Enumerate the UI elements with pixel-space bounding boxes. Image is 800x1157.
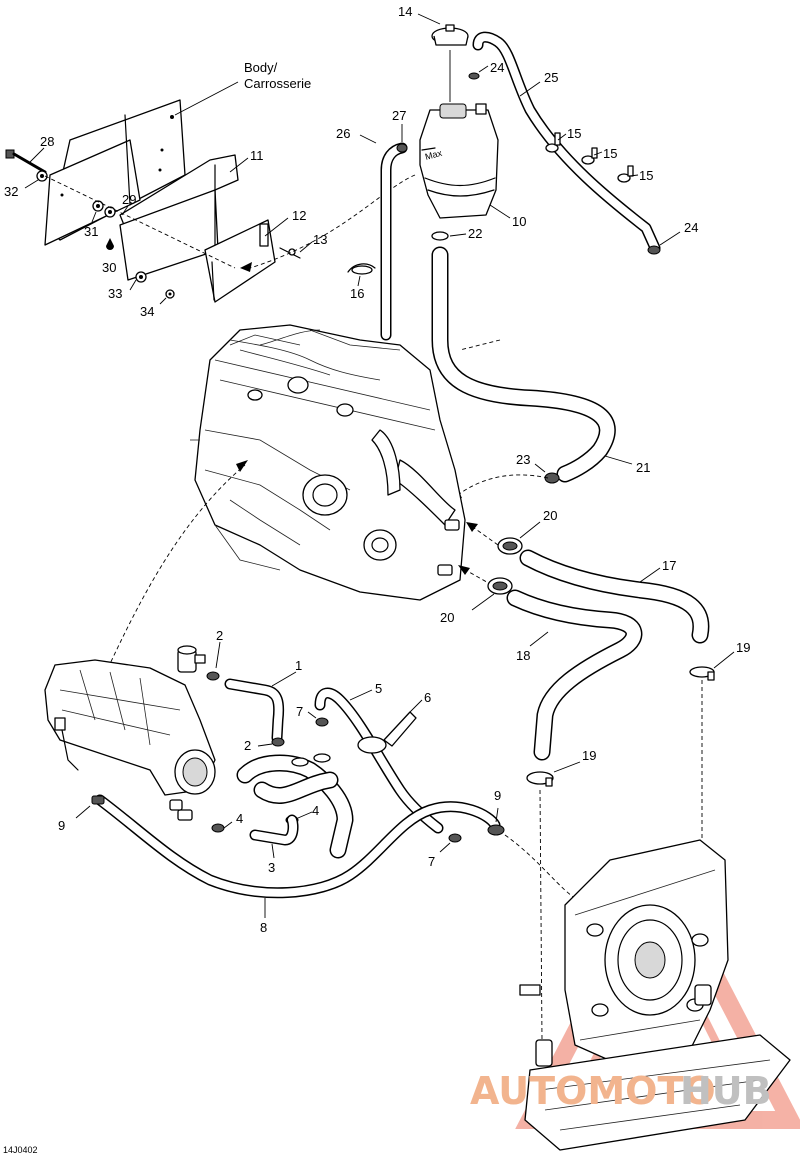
label-20-lower: 20 bbox=[440, 610, 454, 625]
clamp-2-top bbox=[206, 671, 220, 681]
clamp-15-a bbox=[545, 132, 561, 153]
clamp-15-b bbox=[581, 147, 598, 165]
clamp-22 bbox=[431, 231, 449, 241]
nut-29 bbox=[104, 206, 116, 218]
label-7-bottom: 7 bbox=[428, 854, 435, 869]
clamp-7-bottom bbox=[448, 833, 462, 843]
label-25: 25 bbox=[544, 70, 558, 85]
label-2-top: 2 bbox=[216, 628, 223, 643]
bracket-11 bbox=[119, 154, 239, 281]
nut-31 bbox=[92, 200, 104, 212]
clamp-4-left bbox=[211, 823, 225, 833]
label-18: 18 bbox=[516, 648, 530, 663]
label-11: 11 bbox=[250, 148, 264, 163]
overflow-hose-25 bbox=[472, 31, 661, 254]
part-labels: 1 2 2 3 4 4 5 6 7 7 8 9 9 10 11 12 13 14… bbox=[3, 4, 750, 1155]
label-19-center: 19 bbox=[582, 748, 596, 763]
clamp-16 bbox=[347, 263, 376, 275]
clamp-20-upper bbox=[497, 537, 523, 555]
label-31: 31 bbox=[84, 224, 98, 239]
hose-8 bbox=[94, 794, 501, 899]
clamp-23 bbox=[544, 472, 560, 484]
bracket-12 bbox=[204, 219, 276, 303]
label-24-top: 24 bbox=[490, 60, 504, 75]
label-4-left: 4 bbox=[236, 811, 243, 826]
clamp-7-top bbox=[315, 717, 329, 727]
label-6: 6 bbox=[424, 690, 431, 705]
vent-hose-26 bbox=[380, 142, 408, 341]
label-13: 13 bbox=[313, 232, 327, 247]
elbow-hoses bbox=[236, 753, 354, 859]
bolt-28 bbox=[5, 149, 47, 174]
body-label-line2: Carrosserie bbox=[244, 76, 311, 91]
screw-30 bbox=[106, 238, 114, 250]
body-panel bbox=[44, 99, 186, 246]
cap-14 bbox=[431, 24, 469, 46]
hose-21 bbox=[431, 246, 616, 483]
engine bbox=[190, 324, 466, 601]
label-15-b: 15 bbox=[603, 146, 617, 161]
label-21: 21 bbox=[636, 460, 650, 475]
svg-text:AUTOMOTO: AUTOMOTO bbox=[470, 1069, 716, 1113]
clamp-15-c bbox=[617, 165, 634, 183]
label-4-right: 4 bbox=[312, 803, 319, 818]
label-20-upper: 20 bbox=[543, 508, 557, 523]
label-2-mid: 2 bbox=[244, 738, 251, 753]
clamp-24-top bbox=[468, 72, 480, 80]
hose-18 bbox=[506, 589, 643, 761]
support-6 bbox=[357, 711, 417, 754]
clamp-9-left bbox=[91, 795, 105, 805]
clamp-19-right bbox=[689, 666, 715, 681]
label-10: 10 bbox=[512, 214, 526, 229]
figure-code: 14J0402 bbox=[3, 1145, 38, 1155]
label-26: 26 bbox=[336, 126, 350, 141]
heat-exchanger bbox=[519, 839, 791, 1151]
label-15-c: 15 bbox=[639, 168, 653, 183]
label-17: 17 bbox=[662, 558, 676, 573]
label-9-left: 9 bbox=[58, 818, 65, 833]
washer-33 bbox=[135, 271, 147, 283]
fitting-lower bbox=[169, 799, 193, 821]
clamp-27 bbox=[396, 143, 408, 153]
label-16: 16 bbox=[350, 286, 364, 301]
label-27: 27 bbox=[392, 108, 406, 123]
label-1: 1 bbox=[295, 658, 302, 673]
label-34: 34 bbox=[140, 304, 154, 319]
clamp-9-right bbox=[487, 824, 505, 836]
label-22: 22 bbox=[468, 226, 482, 241]
clamp-2-mid bbox=[271, 737, 285, 747]
label-23: 23 bbox=[516, 452, 530, 467]
label-7-top: 7 bbox=[296, 704, 303, 719]
label-32: 32 bbox=[4, 184, 18, 199]
label-24-bottom: 24 bbox=[684, 220, 698, 235]
label-9-right: 9 bbox=[494, 788, 501, 803]
hose-1 bbox=[224, 678, 285, 744]
body-label-line1: Body/ bbox=[244, 60, 278, 75]
clamp-19-center bbox=[526, 771, 554, 787]
label-33: 33 bbox=[108, 286, 122, 301]
label-12: 12 bbox=[292, 208, 306, 223]
label-3: 3 bbox=[268, 860, 275, 875]
svg-text:HUB: HUB bbox=[680, 1069, 772, 1113]
clamp-24-bottom bbox=[647, 245, 661, 255]
label-8: 8 bbox=[260, 920, 267, 935]
washer-32 bbox=[36, 170, 48, 182]
label-28: 28 bbox=[40, 134, 54, 149]
label-15-a: 15 bbox=[567, 126, 581, 141]
intake-manifold bbox=[44, 659, 216, 796]
label-5: 5 bbox=[375, 681, 382, 696]
label-29: 29 bbox=[122, 192, 136, 207]
tank-marking: Max bbox=[424, 148, 443, 162]
hose-3 bbox=[249, 814, 299, 846]
label-30: 30 bbox=[102, 260, 116, 275]
nut-34 bbox=[165, 289, 175, 299]
label-14: 14 bbox=[398, 4, 412, 19]
watermark-text: AUTOMOTO HUB bbox=[470, 1069, 772, 1113]
clamp-20-lower bbox=[487, 577, 513, 595]
label-19-right: 19 bbox=[736, 640, 750, 655]
fitting-2-top bbox=[177, 645, 206, 673]
hose-17 bbox=[519, 549, 710, 644]
expansion-tank-10: Max bbox=[419, 103, 499, 219]
